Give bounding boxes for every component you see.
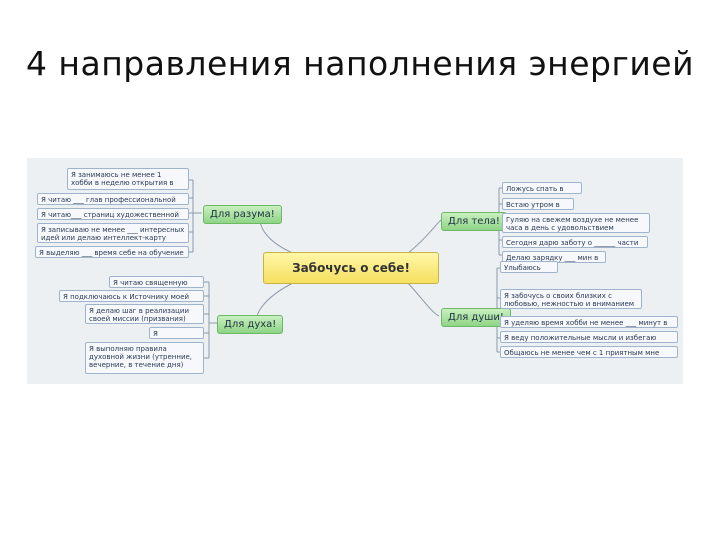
leaf-mind-1: Я занимаюсь не менее 1 хобби в неделю от…	[67, 168, 189, 190]
leaf-soul-1: Улыбаюсь	[500, 261, 558, 273]
branch-mind: Для разума!	[203, 205, 282, 224]
leaf-body-4: Сегодня дарю заботу о ______ части тела	[502, 236, 648, 248]
connector-center-body	[406, 219, 442, 255]
leaf-body-1: Ложусь спать в ______	[502, 182, 582, 194]
branch-soul: Для души!	[441, 308, 511, 327]
leaf-spirit-5: Я выполняю правила духовной жизни (утрен…	[85, 342, 204, 374]
slide-title: 4 направления наполнения энергией	[25, 44, 695, 83]
leaf-soul-2: Я забочусь о своих близких с любовью, не…	[500, 289, 642, 309]
leaf-spirit-4: Я благодарю!	[149, 327, 204, 339]
leaf-soul-5: Общаюсь не менее чем с 1 приятным мне че…	[500, 346, 678, 358]
leaf-mind-2: Я читаю ___ глав профессиональной книги	[37, 193, 189, 205]
leaf-soul-4: Я веду положительные мысли и избегаю отр…	[500, 331, 678, 343]
leaf-body-3: Гуляю на свежем воздухе не менее часа в …	[502, 213, 650, 233]
branch-body: Для тела!	[441, 212, 507, 231]
leaf-soul-3: Я уделяю время хобби не менее ___ минут …	[500, 316, 678, 328]
leaf-mind-3: Я читаю___ страниц художественной книги	[37, 208, 189, 220]
leaf-spirit-2: Я подключаюсь к Источнику моей жизни	[59, 290, 204, 302]
branch-spirit: Для духа!	[217, 315, 284, 334]
connector-spirit-leaves	[204, 281, 217, 359]
leaf-spirit-3: Я делаю шаг в реализации своей миссии (п…	[85, 304, 204, 324]
connector-center-soul	[406, 281, 440, 317]
leaf-mind-5: Я выделяю ___ время себе на обучение в д…	[35, 246, 189, 258]
connector-mind-leaves	[189, 179, 202, 253]
leaf-mind-4: Я записываю не менее ___ интересных идей…	[37, 223, 189, 243]
leaf-spirit-1: Я читаю священную книгу	[109, 276, 204, 288]
mind-map: Забочусь о себе! Для разума! Для тела! Д…	[27, 158, 683, 384]
central-topic: Забочусь о себе!	[263, 252, 439, 284]
leaf-body-2: Встаю утром в ______	[502, 198, 574, 210]
